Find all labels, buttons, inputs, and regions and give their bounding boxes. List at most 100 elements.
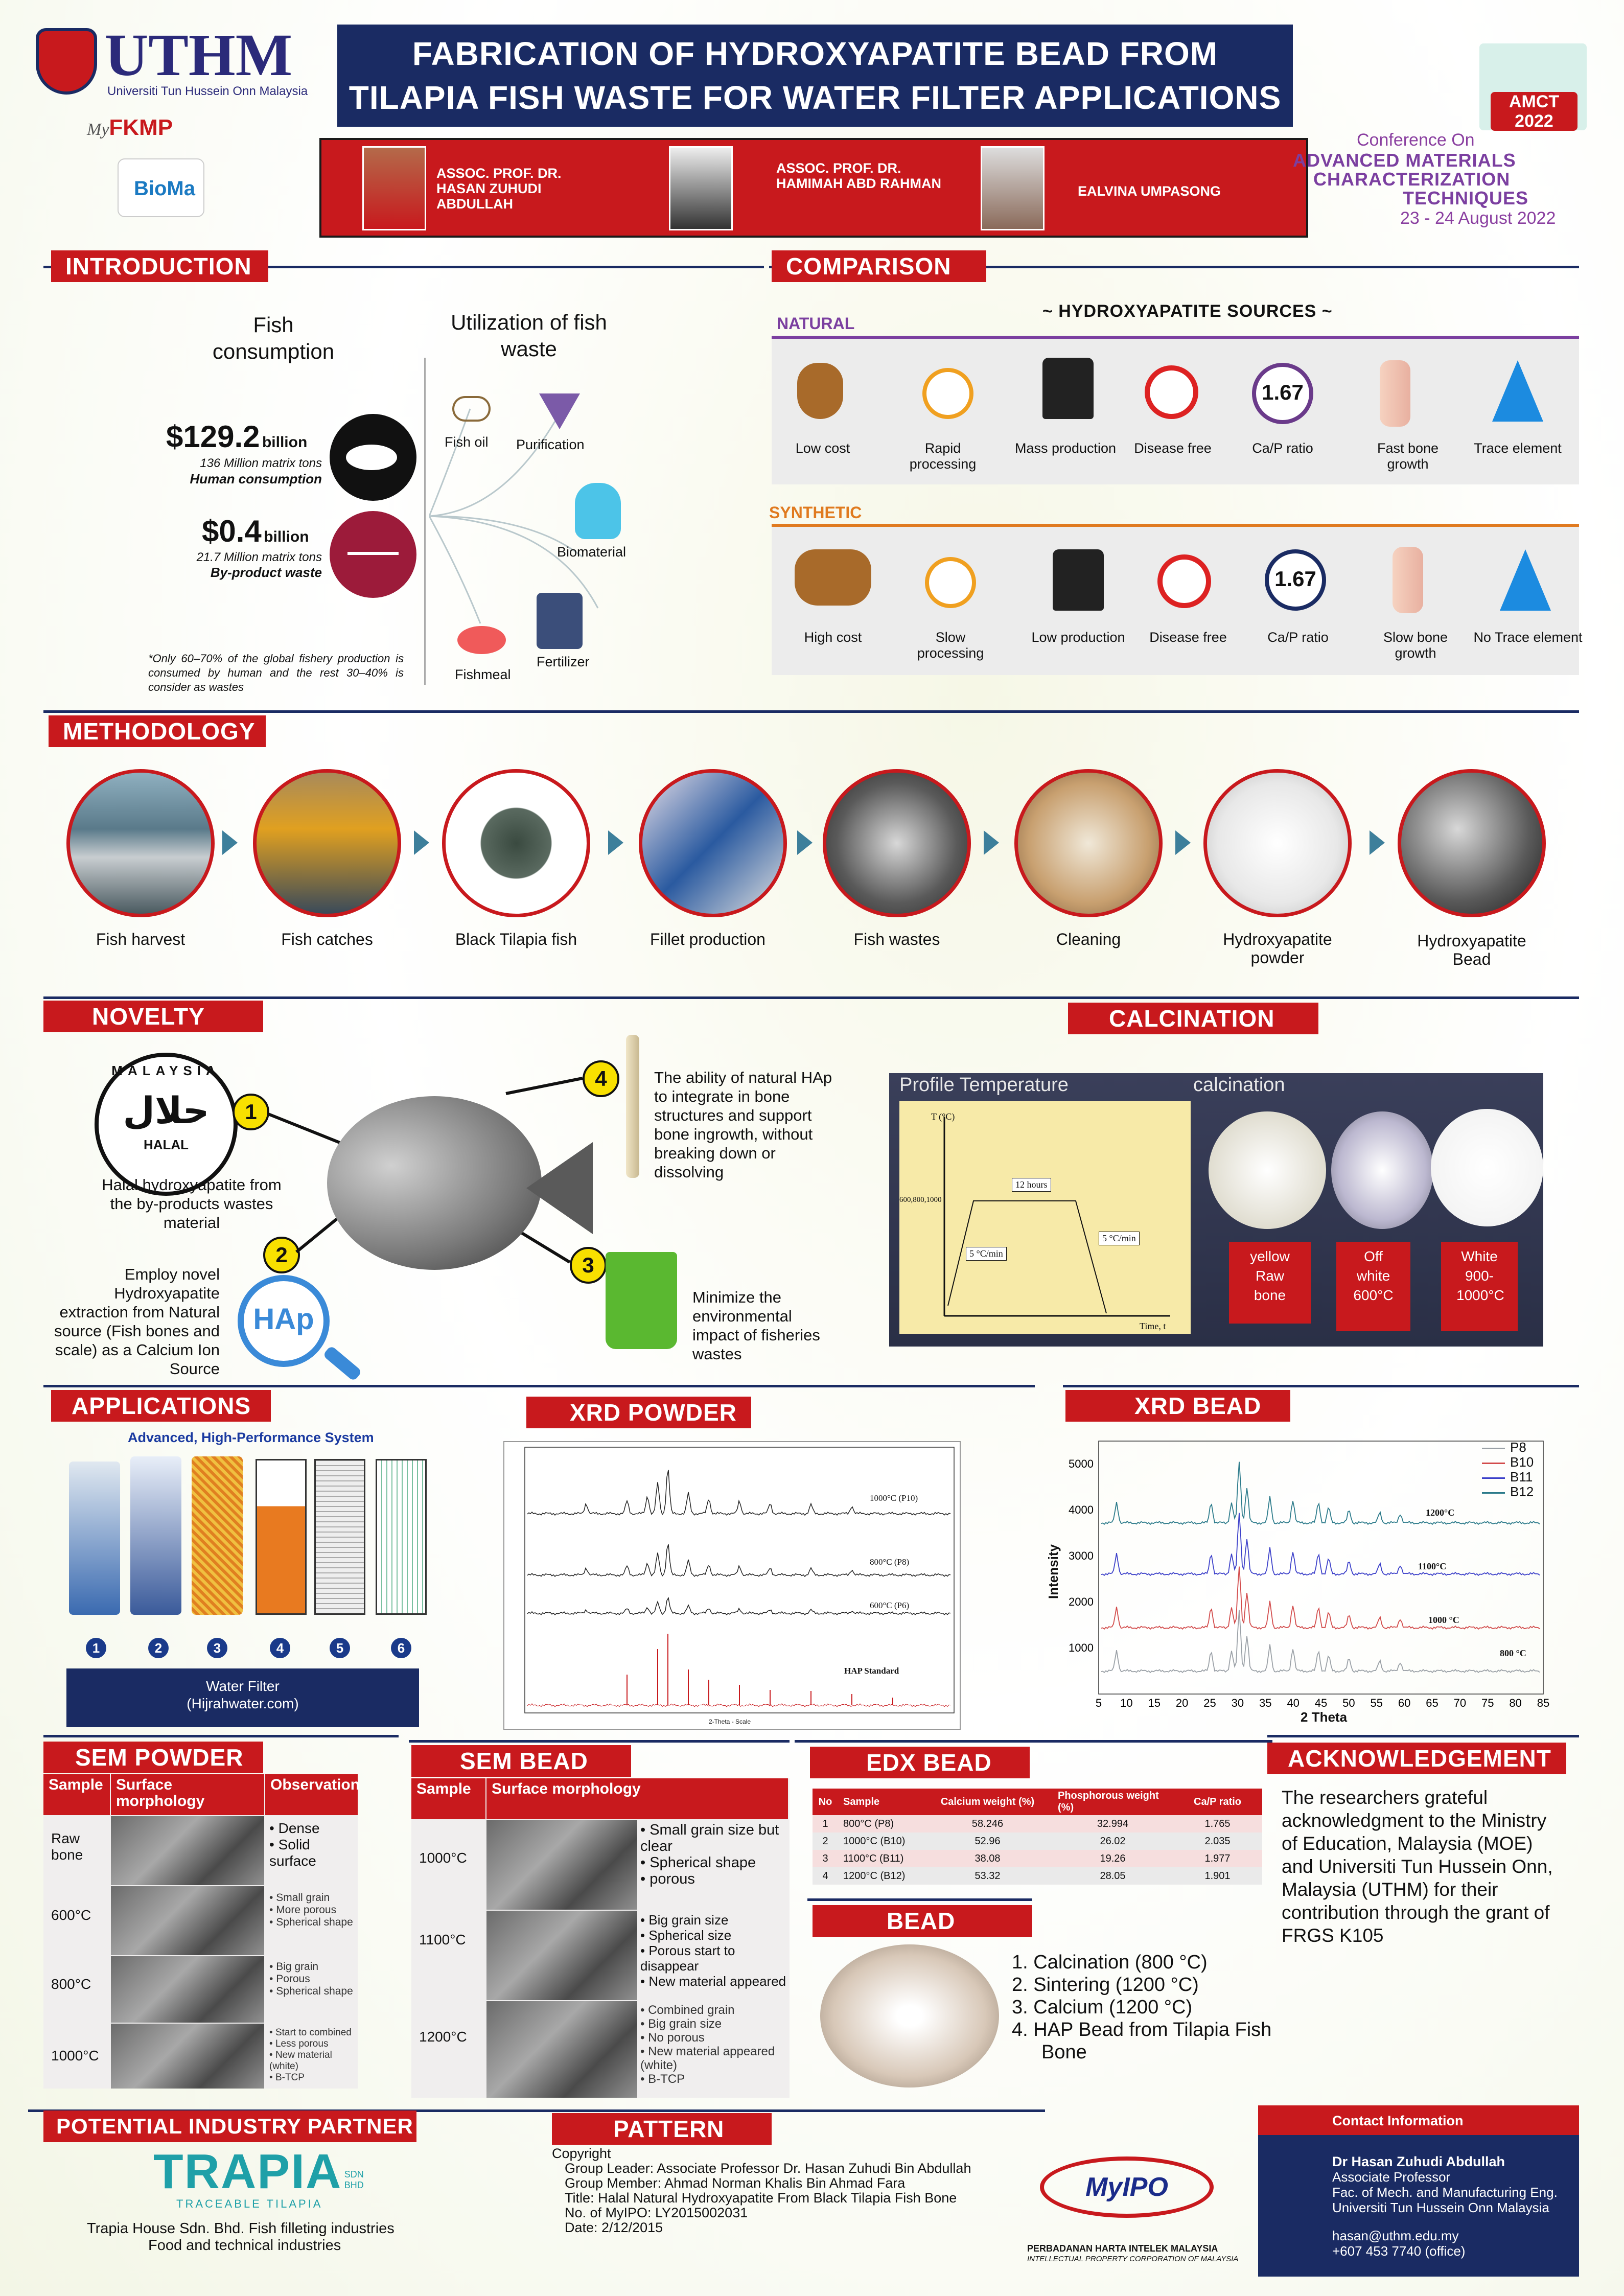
natural-label-6: Fast bone growth	[1377, 440, 1439, 472]
calc-sample-raw	[1209, 1111, 1326, 1229]
comparison-line	[769, 266, 1579, 268]
edx-cell: 1200°C (B12)	[843, 1870, 906, 1882]
stage-number-1: 1	[86, 1638, 106, 1658]
use-fish-oil: Fish oil	[445, 434, 489, 450]
pattern-l4: No. of MyIPO: LY2015002031	[565, 2205, 748, 2220]
novelty-point-2: Employ novel Hydroxyapatite extraction f…	[54, 1265, 220, 1378]
acknowledgement-line	[1267, 1735, 1579, 1737]
sem-bead-obs-2: Big grain size Spherical size Porous sta…	[640, 1912, 788, 1989]
natural-timer-icon	[922, 368, 973, 419]
arrow-icon-6	[1175, 830, 1191, 855]
pattern-line	[529, 2109, 1045, 2112]
calcination-panel: Profile Temperature calcination T (°C) T…	[889, 1073, 1543, 1347]
contact-email[interactable]: hasan@uthm.edu.my	[1332, 2228, 1459, 2243]
ramp-up-label: 5 °C/min	[966, 1247, 1007, 1261]
sem-bead-line	[409, 1740, 790, 1743]
xrd-bead-legend: P8 B10 B11 B12	[1482, 1440, 1559, 1499]
applications-heading: APPLICATIONS	[51, 1390, 271, 1422]
synthetic-flask-icon	[1500, 549, 1551, 611]
author-name-3: EALVINA UMPASONG	[1078, 183, 1221, 199]
acknowledgement-heading: ACKNOWLEDGEMENT	[1267, 1743, 1566, 1774]
arrow-icon-7	[1370, 830, 1385, 855]
novelty-point-4: The ability of natural HAp to integrate …	[654, 1069, 832, 1181]
bead-step-4: 4. HAP Bead from Tilapia Fish Bone	[1012, 2019, 1272, 2063]
water-filter-diagram	[66, 1451, 439, 1625]
fish-oil-icon	[452, 396, 491, 422]
xrd-bead-x-tick: 80	[1509, 1697, 1521, 1709]
edx-bead-line	[795, 1740, 1272, 1743]
xrd-trace	[1101, 1610, 1540, 1674]
edx-col-ratio: Ca/P ratio	[1194, 1796, 1241, 1807]
human-value: $129.2 billion	[166, 420, 308, 454]
uthm-name: UTHM	[105, 21, 293, 88]
legend-b12: B12	[1482, 1485, 1559, 1499]
xrd-powder-label-600: 600°C (P6)	[870, 1601, 910, 1610]
natural-bone-icon	[1380, 360, 1410, 427]
filter-stage-6	[376, 1459, 427, 1615]
edx-cell: 38.08	[975, 1852, 1001, 1864]
edx-cell: 58.246	[971, 1818, 1004, 1829]
sem-powder-sample-1: Raw bone	[51, 1830, 83, 1863]
pattern-heading: PATTERN	[552, 2113, 772, 2145]
synthetic-label-3: Low production	[1031, 630, 1125, 645]
stage-number-3: 3	[207, 1638, 227, 1658]
novelty-heading: NOVELTY	[43, 1001, 263, 1032]
edx-cell: 4	[822, 1870, 828, 1882]
conference-line4: TECHNIQUES	[1403, 188, 1529, 208]
sem-powder-heading: SEM POWDER	[43, 1742, 263, 1773]
xrd-bead-y-tick: 5000	[1069, 1457, 1094, 1470]
natural-scale-icon	[1042, 358, 1094, 419]
uthm-crest-icon	[36, 28, 97, 95]
utilization-title: Utilization of fish waste	[451, 310, 607, 361]
contact-name: Dr Hasan Zuhudi Abdullah	[1332, 2154, 1505, 2169]
xrd-trace	[527, 1596, 951, 1616]
synthetic-money-bags-icon	[795, 549, 871, 606]
author-name-1: ASSOC. PROF. DR. HASAN ZUHUDI ABDULLAH	[436, 166, 562, 212]
synthetic-ratio-icon: 1.67	[1265, 549, 1326, 611]
synthetic-rule	[772, 524, 1579, 527]
halal-logo: MALAYSIA حلال HALAL	[95, 1053, 238, 1196]
bead-steps: 1. Calcination (800 °C) 2. Sintering (12…	[1012, 1951, 1278, 2063]
use-fishmeal: Fishmeal	[455, 667, 511, 682]
legend-p8: P8	[1482, 1440, 1559, 1455]
filter-stage-2	[130, 1456, 181, 1615]
sem-powder-col-sample: Sample	[43, 1774, 110, 1815]
filter-stage-4	[256, 1459, 307, 1615]
edx-cell: 1.765	[1204, 1818, 1231, 1829]
industry-line-2: Food and technical industries	[148, 2237, 341, 2254]
step-fish-wastes-image	[823, 769, 971, 917]
xrd-powder-svg	[524, 1447, 955, 1713]
xrd-bead-x-tick: 50	[1342, 1697, 1355, 1709]
natural-rule	[772, 336, 1579, 339]
sem-powder-obs-3: Big grain Porous Spherical shape	[269, 1961, 356, 1998]
xrd-bead-x-tick: 40	[1287, 1697, 1299, 1709]
edx-cell: 19.26	[1100, 1852, 1126, 1864]
stage-number-5: 5	[330, 1638, 350, 1658]
use-fertilizer: Fertilizer	[537, 654, 590, 669]
natural-label-1: Low cost	[795, 440, 850, 456]
sem-powder-sample-4: 1000°C	[51, 2048, 99, 2063]
human-tons: 136 Million matrix tons	[200, 456, 322, 470]
temperature-profile-chart: T (°C) Time, t 600,800,1000 12 hours 5 °…	[899, 1101, 1191, 1334]
fkmp-logo: MyFKMP	[87, 115, 173, 140]
hap-search-icon: HAp	[238, 1275, 330, 1367]
natural-label-7: Trace element	[1474, 440, 1562, 456]
edx-bead-heading: EDX BEAD	[810, 1747, 1030, 1778]
xrd-bead-x-tick: 30	[1232, 1697, 1244, 1709]
sem-bead-image-3	[486, 2001, 637, 2098]
human-label: Human consumption	[190, 471, 322, 486]
synthetic-label-6: Slow bone growth	[1383, 630, 1448, 661]
sem-bead-image-1	[486, 1820, 637, 1910]
step-label-6: Cleaning	[1056, 930, 1121, 948]
contact-phone: +607 453 7740 (office)	[1332, 2243, 1466, 2259]
author-name-2: ASSOC. PROF. DR. HAMIMAH ABD RAHMAN	[776, 160, 941, 191]
edx-cell: 1100°C (B11)	[843, 1852, 904, 1864]
stage-number-2: 2	[148, 1638, 169, 1658]
intro-divider	[424, 358, 426, 685]
step-label-5: Fish wastes	[853, 930, 940, 948]
natural-virus-free-icon	[1145, 365, 1198, 419]
calc-tag-raw: yellow Raw bone	[1229, 1242, 1311, 1324]
pattern-l2: Group Member: Ahmad Norman Khalis Bin Ah…	[565, 2175, 906, 2191]
